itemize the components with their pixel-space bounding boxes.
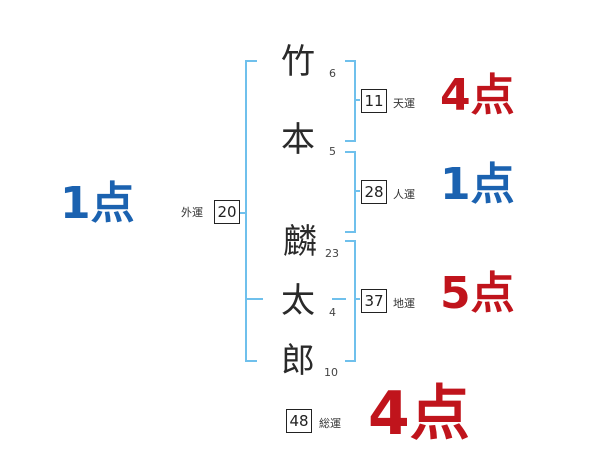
outer-bracket [245,60,257,362]
chi-value: 37 [361,289,387,313]
name-char-3: 麟 [283,222,317,262]
outer-bracket-stub [240,212,246,214]
jin-label: 人運 [393,188,415,201]
stroke-count-4: 4 [329,306,336,319]
name-char-4: 太 [281,281,315,321]
chi-label: 地運 [393,297,415,310]
ten-bracket [345,60,356,142]
chi-bracket [345,240,356,362]
jin-score: 1点 [440,159,515,210]
name-char-2: 本 [281,120,315,160]
chi-bracket-stub [332,298,346,300]
jin-bracket [345,151,356,233]
gai-label: 外運 [181,206,203,219]
name-char-5: 郎 [281,341,315,381]
gai-score: 1点 [60,178,135,229]
chi-bracket-stub-out [354,298,360,300]
stroke-count-3: 23 [325,247,339,260]
gai-value: 20 [214,200,240,224]
outer-bracket-divider [245,298,263,300]
sou-label: 総運 [319,417,341,430]
chi-score: 5点 [440,268,515,319]
stroke-count-5: 10 [324,366,338,379]
sou-value: 48 [286,409,312,433]
name-char-1: 竹 [281,42,315,82]
ten-bracket-stub [354,99,360,101]
jin-bracket-stub [354,190,360,192]
sou-score: 4点 [368,379,470,449]
stroke-count-2: 5 [329,145,336,158]
jin-value: 28 [361,180,387,204]
ten-label: 天運 [393,97,415,110]
ten-value: 11 [361,89,387,113]
ten-score: 4点 [440,70,515,121]
stroke-count-1: 6 [329,67,336,80]
